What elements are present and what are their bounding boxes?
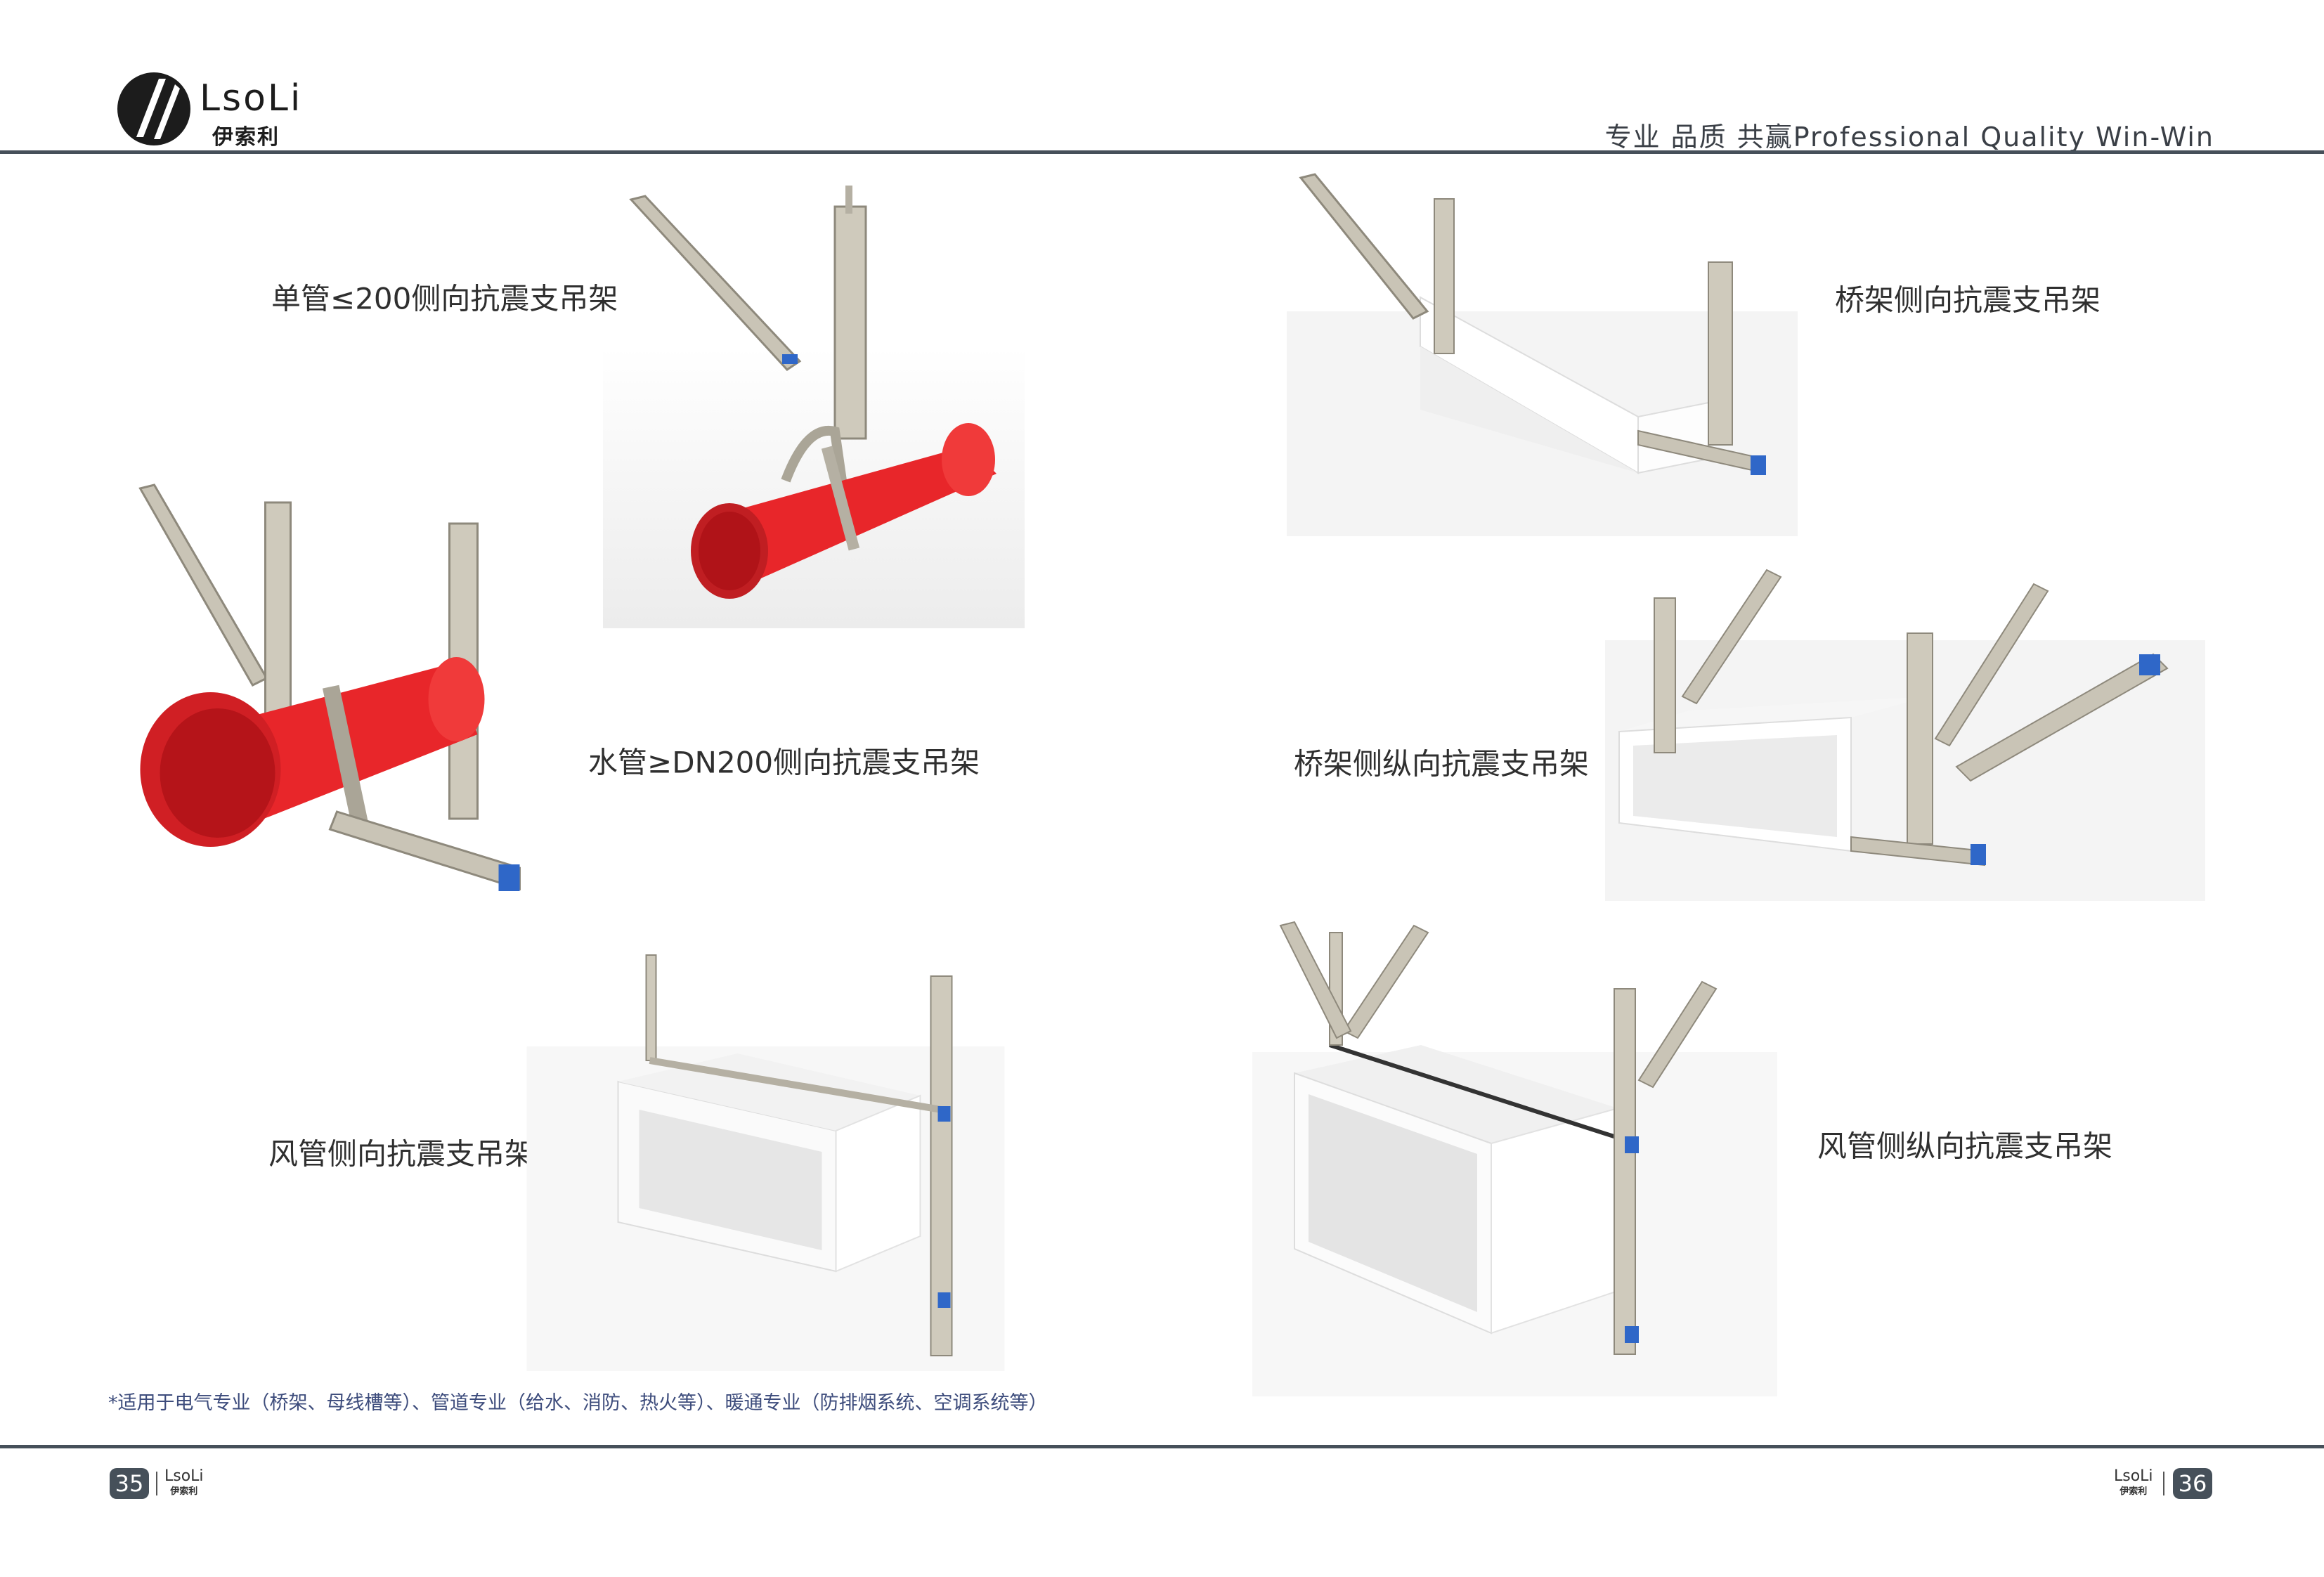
render-air-duct-lateral — [526, 941, 1005, 1371]
footer-logo-latin: LsoLi — [2114, 1467, 2153, 1485]
product-label-air-duct-lateral: 风管侧向抗震支吊架 — [268, 1136, 535, 1172]
render-tray-lateral — [1287, 171, 1798, 536]
product-label-water-pipe: 水管≥DN200侧向抗震支吊架 — [588, 745, 980, 780]
logo-mark-icon — [117, 72, 190, 145]
render-tray-longitudinal — [1605, 556, 2205, 901]
footer-logo-latin: LsoLi — [164, 1467, 204, 1485]
footer-divider — [0, 1445, 2324, 1448]
render-air-duct-longitudinal — [1252, 911, 1777, 1396]
footer-logo-left: LsoLi 伊索利 — [164, 1469, 204, 1500]
render-water-pipe — [126, 474, 527, 904]
page-number-left: 35 — [110, 1468, 149, 1499]
footer-logo-right: LsoLi 伊索利 — [2114, 1469, 2153, 1500]
product-label-tray-longitudinal: 桥架侧纵向抗震支吊架 — [1294, 746, 1590, 781]
logo-latin: LsoLi — [200, 77, 303, 119]
logo-cn: 伊索利 — [212, 125, 280, 150]
footer-logo-cn: 伊索利 — [170, 1486, 198, 1497]
footer-separator-right — [2163, 1472, 2164, 1495]
render-single-pipe — [602, 186, 1026, 628]
footer-logo-cn: 伊索利 — [2119, 1486, 2148, 1497]
brand-logo: LsoLi 伊索利 — [115, 70, 300, 151]
product-label-air-duct-longitudinal: 风管侧纵向抗震支吊架 — [1817, 1129, 2113, 1164]
header-slogan: 专业 品质 共赢Professional Quality Win-Win — [1604, 122, 2214, 152]
page-number-right: 36 — [2173, 1468, 2212, 1499]
product-label-tray-lateral: 桥架侧向抗震支吊架 — [1835, 283, 2101, 318]
product-label-single-pipe: 单管≤200侧向抗震支吊架 — [271, 281, 618, 316]
applicability-footnote: *适用于电气专业（桥架、母线槽等）、管道专业（给水、消防、热火等）、暖通专业（防… — [108, 1392, 1048, 1414]
header-divider — [0, 150, 2324, 154]
footer-separator-left — [156, 1472, 157, 1495]
